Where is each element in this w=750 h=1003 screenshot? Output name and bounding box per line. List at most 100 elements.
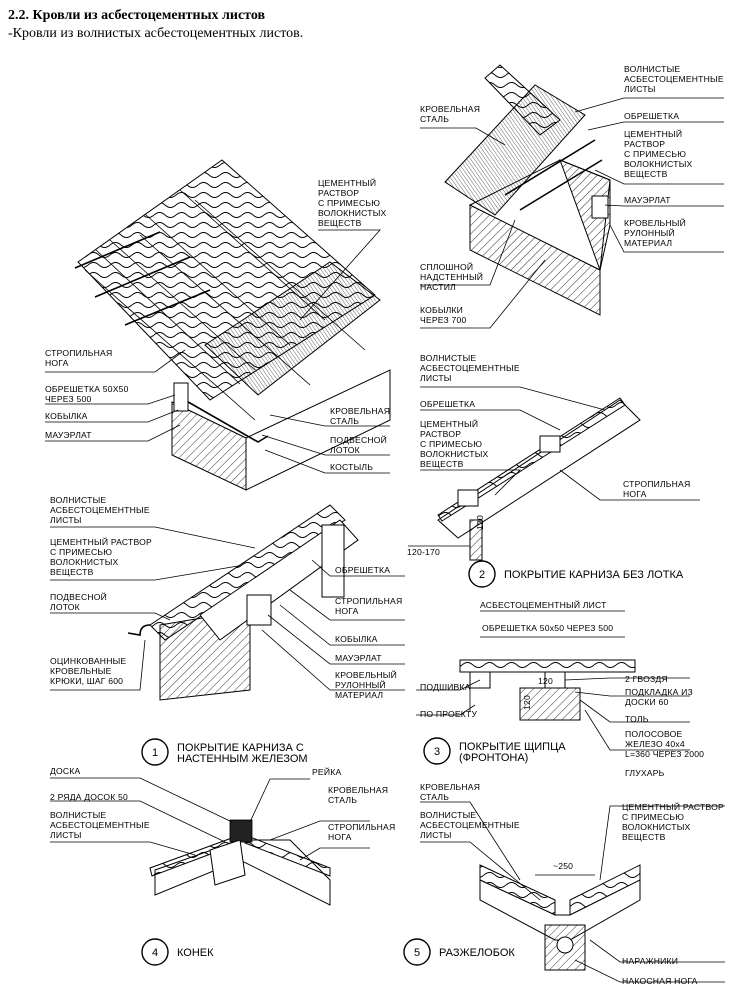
d3-leaders bbox=[416, 610, 690, 751]
overview-leaders bbox=[45, 229, 390, 474]
d4-leaders bbox=[50, 777, 370, 861]
detail-2-label-batten: ОБРЕШЕТКА bbox=[420, 399, 475, 409]
overview-label-mauerlat: МАУЭРЛАТ bbox=[45, 430, 92, 440]
detail-5-label-valley: НАКОСНАЯ НОГА bbox=[622, 976, 698, 986]
detail-number-circle bbox=[423, 737, 451, 765]
detail-top-right bbox=[444, 64, 611, 316]
detail-caption-text: ПОКРЫТИЕ ЩИПЦА(ФРОНТОНА) bbox=[459, 741, 566, 764]
detail-caption-text: ПОКРЫТИЕ КАРНИЗА БЕЗ ЛОТКА bbox=[504, 569, 684, 581]
d1-mauerlat bbox=[246, 594, 272, 626]
overview-wall-side bbox=[245, 369, 391, 491]
overview-isometric bbox=[74, 159, 391, 491]
detail-5-label-jacks: НАРАЖНИКИ bbox=[622, 956, 678, 966]
detail-4-caption: 4 КОНЕК bbox=[141, 938, 214, 966]
d2-leaders bbox=[420, 386, 700, 501]
dimension-label: 120 bbox=[538, 676, 553, 686]
detail-number: 4 bbox=[152, 947, 158, 959]
detail-top-right-label-batten: ОБРЕШЕТКА bbox=[624, 111, 679, 121]
d1-rafter bbox=[199, 519, 359, 641]
detail-5-drawing bbox=[479, 864, 641, 971]
detail-number: 5 bbox=[414, 947, 420, 959]
d1-leaders bbox=[50, 526, 405, 691]
detail-3-label-tol: ТОЛЬ bbox=[625, 714, 649, 724]
detail-number: 2 bbox=[479, 569, 485, 581]
detail-1-label-batten: ОБРЕШЕТКА bbox=[335, 565, 390, 575]
detail-4-drawing bbox=[149, 819, 331, 906]
overview-mauerlat bbox=[173, 382, 189, 412]
page-title: 2.2. Кровли из асбестоцементных листов bbox=[8, 8, 266, 23]
detail-1-drawing bbox=[127, 504, 359, 701]
overview-roof-steel bbox=[204, 261, 381, 396]
detail-caption-text: КОНЕК bbox=[177, 947, 214, 959]
detail-4-label-board: ДОСКА bbox=[50, 766, 81, 776]
detail-2-drawing bbox=[408, 397, 641, 561]
detail-4-label-slat: РЕЙКА bbox=[312, 766, 341, 777]
detail-number-circle bbox=[468, 560, 496, 588]
dimension-label: 120 bbox=[475, 515, 485, 530]
detail-3-label-design: ПО ПРОЕКТУ bbox=[420, 709, 477, 719]
detail-3-label-lining: ПОДШИВКА bbox=[420, 682, 471, 692]
tr-corrugated-sheets bbox=[484, 64, 561, 136]
d1-gutter bbox=[127, 624, 151, 636]
detail-1-label-mauerlat: МАУЭРЛАТ bbox=[335, 653, 382, 663]
detail-number: 1 bbox=[152, 747, 158, 759]
detail-number: 3 bbox=[434, 746, 440, 758]
detail-3-caption: 3 ПОКРЫТИЕ ЩИПЦА(ФРОНТОНА) bbox=[423, 737, 566, 765]
d3-wall bbox=[519, 687, 581, 721]
overview-gutter bbox=[175, 394, 269, 443]
detail-number-circle bbox=[403, 938, 431, 966]
dimension-label: 120 bbox=[522, 695, 532, 710]
d1-sheets bbox=[149, 504, 346, 641]
detail-1-label-kobylka: КОБЫЛКА bbox=[335, 634, 378, 644]
dimension-label: 120-170 bbox=[407, 547, 440, 557]
dimension-label: ~250 bbox=[553, 861, 573, 871]
detail-3-label-nails: 2 ГВОЗДЯ bbox=[625, 674, 668, 684]
detail-4-label-two-rows: 2 РЯДА ДОСОК 50 bbox=[50, 792, 128, 802]
detail-number-circle bbox=[141, 938, 169, 966]
d3-sheet bbox=[459, 659, 636, 673]
detail-3-label-batten: ОБРЕШЕТКА 50x50 ЧЕРЕЗ 500 bbox=[482, 623, 613, 633]
detail-3-label-bolt: ГЛУХАРЬ bbox=[625, 768, 665, 778]
detail-number-circle bbox=[141, 738, 169, 766]
d5-leaders bbox=[420, 801, 725, 983]
detail-2-caption: 2 ПОКРЫТИЕ КАРНИЗА БЕЗ ЛОТКА bbox=[468, 560, 684, 588]
overview-label-kobylka: КОБЫЛКА bbox=[45, 411, 88, 421]
page-subtitle: -Кровли из волнистых асбестоцементных ли… bbox=[8, 26, 304, 41]
tr-leaders bbox=[420, 97, 724, 329]
d4-ridge-board bbox=[229, 819, 253, 843]
